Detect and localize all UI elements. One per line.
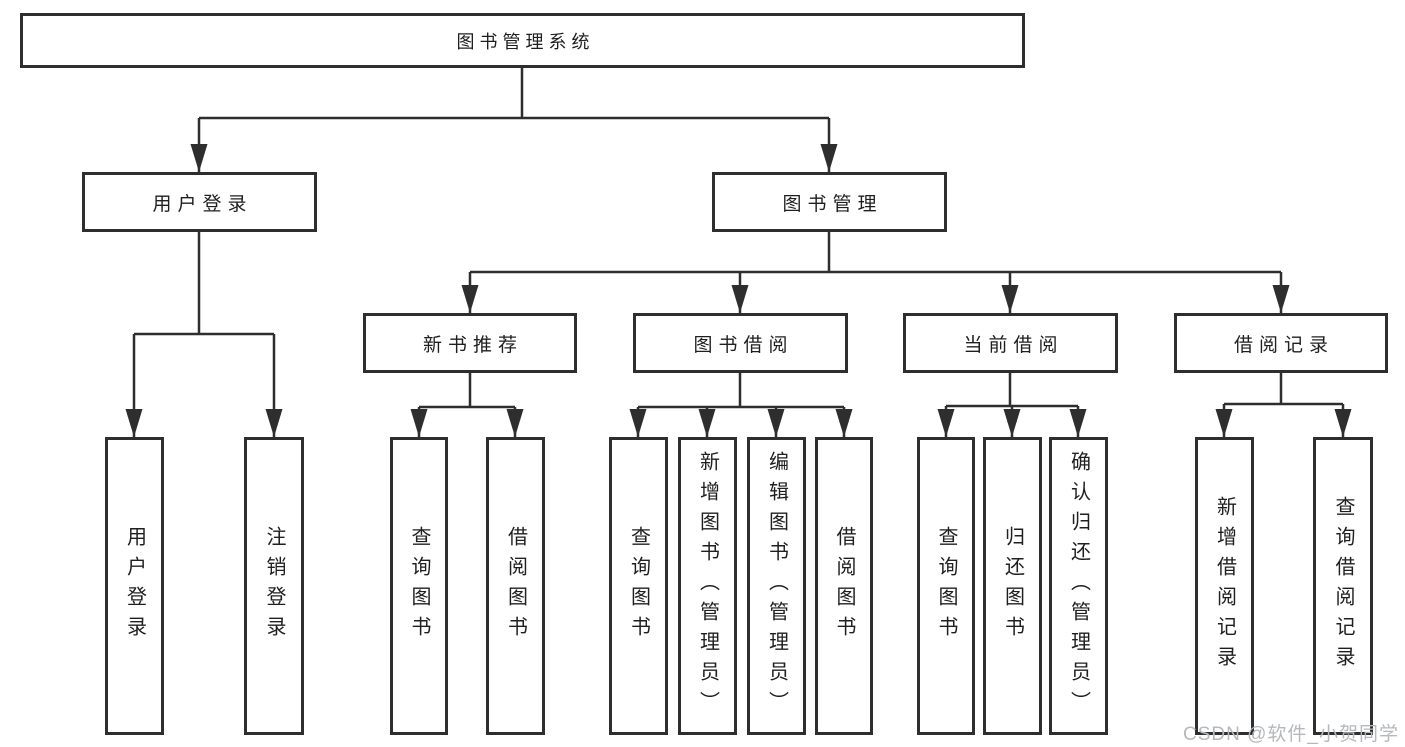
- leaf-edit-book-admin: 编辑图书（管理员）: [747, 437, 806, 735]
- node-new-book-recommend-label: 新书推荐: [422, 334, 523, 356]
- leaf-add-borrow-record-label: 新增借阅记录: [1213, 496, 1236, 676]
- node-user-login: 用户登录: [82, 172, 317, 232]
- node-borrow-records: 借阅记录: [1174, 313, 1388, 373]
- leaf-return-books-label: 归还图书: [1001, 526, 1024, 646]
- leaf-user-login-label: 用户登录: [123, 526, 146, 646]
- leaf-query-books-recommend-label: 查询图书: [408, 526, 430, 646]
- leaf-query-books-current-label: 查询图书: [935, 526, 957, 646]
- node-borrow-records-label: 借阅记录: [1233, 334, 1334, 356]
- leaf-borrow-books-borrow: 借阅图书: [815, 437, 873, 735]
- leaf-edit-book-admin-label: 编辑图书（管理员）: [765, 451, 788, 721]
- leaf-return-books: 归还图书: [983, 437, 1042, 735]
- node-user-login-label: 用户登录: [152, 193, 253, 215]
- leaf-query-borrow-record-label: 查询借阅记录: [1332, 496, 1354, 676]
- leaf-query-books-current: 查询图书: [917, 437, 975, 735]
- leaf-add-book-admin-label: 新增图书（管理员）: [696, 451, 719, 721]
- leaf-query-books-borrow-label: 查询图书: [627, 526, 650, 646]
- node-book-management-label: 图书管理: [782, 193, 883, 215]
- node-new-book-recommend: 新书推荐: [363, 313, 577, 373]
- leaf-borrow-books-borrow-label: 借阅图书: [833, 526, 855, 646]
- leaf-add-borrow-record: 新增借阅记录: [1195, 437, 1254, 735]
- leaf-query-books-borrow: 查询图书: [609, 437, 668, 735]
- leaf-confirm-return-admin-label: 确认归还（管理员）: [1067, 451, 1090, 721]
- node-current-borrow-label: 当前借阅: [963, 334, 1064, 356]
- leaf-confirm-return-admin: 确认归还（管理员）: [1049, 437, 1108, 735]
- leaf-query-borrow-record: 查询借阅记录: [1313, 437, 1373, 735]
- node-book-management: 图书管理: [712, 172, 947, 232]
- node-book-borrow-label: 图书借阅: [693, 334, 794, 356]
- leaf-logout-label: 注销登录: [263, 526, 285, 646]
- watermark: CSDN @软件_小贺同学: [1183, 724, 1399, 745]
- leaf-borrow-books-recommend-label: 借阅图书: [504, 526, 527, 646]
- leaf-add-book-admin: 新增图书（管理员）: [678, 437, 737, 735]
- node-book-borrow: 图书借阅: [633, 313, 848, 373]
- leaf-logout: 注销登录: [244, 437, 304, 735]
- node-current-borrow: 当前借阅: [903, 313, 1118, 373]
- leaf-query-books-recommend: 查询图书: [390, 437, 448, 735]
- node-root-label: 图书管理系统: [456, 31, 595, 52]
- leaf-user-login: 用户登录: [105, 437, 164, 735]
- node-root: 图书管理系统: [20, 13, 1025, 68]
- arrowheads: [125, 144, 1352, 437]
- leaf-borrow-books-recommend: 借阅图书: [486, 437, 545, 735]
